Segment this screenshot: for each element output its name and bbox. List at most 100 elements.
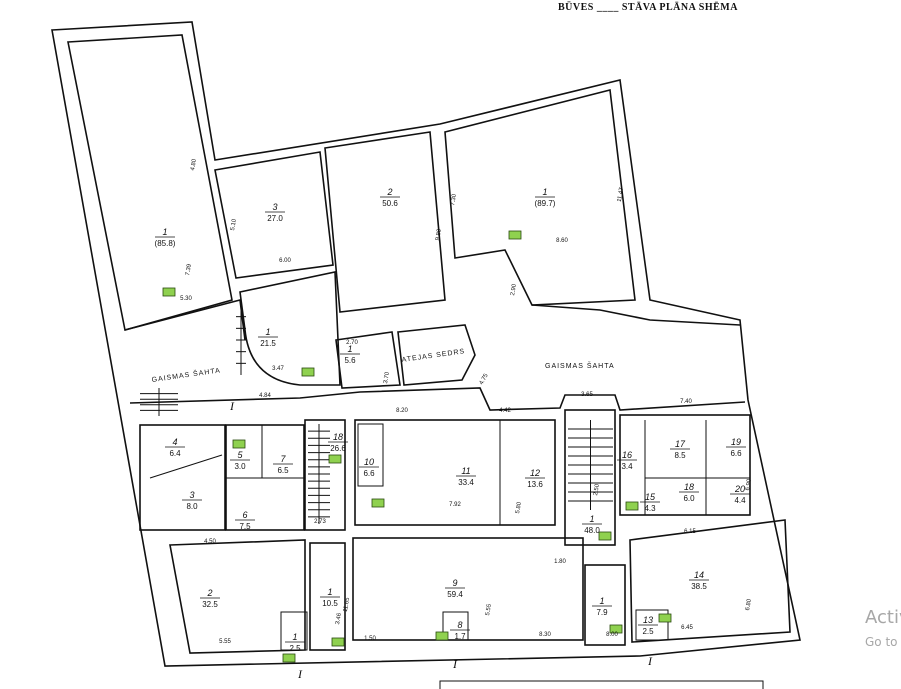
- room-number: 18: [684, 482, 694, 492]
- room-wall-1-2-5: [280, 611, 308, 651]
- room-wall-5-6: [335, 331, 401, 389]
- dimension-label: 6.80: [745, 598, 753, 611]
- room-wall-10: [357, 423, 384, 487]
- dimension-label: 3.46: [335, 612, 343, 625]
- dimension-label: 6.15: [684, 529, 696, 535]
- room-area: 21.5: [260, 339, 276, 348]
- dimension-label: 4.80: [190, 158, 198, 171]
- room-label: 186.0: [679, 482, 699, 503]
- room-label: 46.4: [165, 437, 185, 458]
- section-mark: I: [229, 399, 235, 413]
- room-area: 3.4: [621, 462, 633, 471]
- green-tag: [232, 439, 246, 449]
- room-number: 1: [162, 227, 167, 237]
- room-number: 1: [347, 344, 352, 354]
- room-area: 6.5: [277, 466, 289, 475]
- room-label: 11 33.4: [456, 466, 476, 487]
- room-number: 1: [265, 327, 270, 337]
- light-shaft-left-label: GAISMAS ŠAHTA: [151, 365, 221, 384]
- dimension-label: 4.75: [479, 372, 490, 386]
- stair-wall-18: [304, 419, 346, 531]
- dimension-label: 4.50: [204, 539, 216, 545]
- room-wall-14: [629, 519, 791, 643]
- room-number: 12: [530, 468, 540, 478]
- dimension-label: 8.60: [556, 238, 568, 244]
- green-tag: [162, 287, 176, 297]
- dimension-label: 1.80: [554, 559, 566, 565]
- room-number: 8: [457, 620, 462, 630]
- room-label: 1(89.7): [535, 187, 556, 208]
- green-tag: [328, 454, 342, 464]
- section-mark: I: [647, 654, 653, 668]
- dimension-label: 11.65: [343, 596, 352, 612]
- room-area: 59.4: [447, 590, 463, 599]
- room-number: 1: [327, 587, 332, 597]
- room-label: 178.5: [670, 439, 690, 460]
- room-wall-13: [635, 609, 669, 641]
- dimension-label: 5.80: [515, 501, 523, 514]
- room-area: 33.4: [458, 478, 474, 487]
- room-divider-4-3: [149, 454, 223, 479]
- room-number: 6: [242, 510, 247, 520]
- room-label: 12 13.6: [525, 468, 545, 489]
- room-label: 1 (85.8): [155, 227, 176, 248]
- dimension-label: 5.55: [219, 639, 231, 645]
- light-shaft-left-wall: [124, 298, 246, 341]
- room-number: 3: [189, 490, 194, 500]
- room-area: 13.6: [527, 480, 543, 489]
- stairs: [140, 305, 613, 524]
- watermark-line1: Activ: [865, 607, 901, 628]
- room-label: 67.5: [235, 510, 255, 531]
- walls: [51, 21, 801, 667]
- room-number: 17: [675, 439, 686, 449]
- room-label: 15.6: [340, 344, 360, 365]
- room-number: 10: [364, 457, 374, 467]
- dimension-label: 8.00: [606, 632, 618, 638]
- green-tag: [508, 230, 522, 240]
- dimension-label: 7.39: [185, 263, 193, 276]
- room-label: 53.0: [230, 450, 250, 471]
- room-wall-10-11-12: [354, 419, 556, 526]
- section-mark: I: [297, 667, 303, 681]
- green-tag: [282, 653, 296, 663]
- room-label: 959.4: [445, 578, 465, 599]
- room-area: 10.5: [322, 599, 338, 608]
- curved-corridor-wall: [239, 271, 341, 386]
- room-area: (85.8): [155, 239, 176, 248]
- room-area: 48.0: [584, 526, 600, 535]
- outer-wall: [51, 21, 801, 667]
- room-number: 11: [461, 466, 470, 476]
- room-number: 1: [292, 632, 297, 642]
- room-number: 7: [280, 454, 286, 464]
- room-area: 27.0: [267, 214, 283, 223]
- room-wall-8: [442, 611, 469, 641]
- room-area: 50.6: [382, 199, 398, 208]
- room-label: 204.4: [730, 484, 750, 505]
- room-label: 132.5: [638, 615, 658, 636]
- room-area: 26.6: [330, 444, 346, 453]
- room-labels: 1(85.8)327.0250.61(89.7)121.515.646.438.…: [155, 187, 750, 653]
- room-label: 154.3: [640, 492, 660, 513]
- room-number: 1: [542, 187, 547, 197]
- room-label: 163.4: [617, 450, 637, 471]
- room-label: 121.5: [258, 327, 278, 348]
- room-number: 13: [643, 615, 653, 625]
- dimension-label: 2.70: [346, 340, 358, 346]
- room-label: 38.0: [182, 490, 202, 511]
- dimension-label: 7.40: [680, 399, 692, 405]
- room-label: 12.5: [285, 632, 305, 653]
- room-area: 7.9: [596, 608, 608, 617]
- room-area: 6.6: [363, 469, 375, 478]
- room-number: 4: [172, 437, 177, 447]
- room-number: 9: [452, 578, 457, 588]
- mid-block-top-wall: [129, 387, 746, 411]
- room-label: 196.6: [726, 437, 746, 458]
- room-area: 6.4: [169, 449, 181, 458]
- dimension-label: 5.30: [180, 296, 192, 302]
- room-label: 232.5: [200, 588, 220, 609]
- light-shaft-right-label: GAISMAS ŠAHTA: [545, 361, 615, 370]
- green-tag: [435, 631, 449, 641]
- dimension-label: 5.55: [485, 603, 493, 616]
